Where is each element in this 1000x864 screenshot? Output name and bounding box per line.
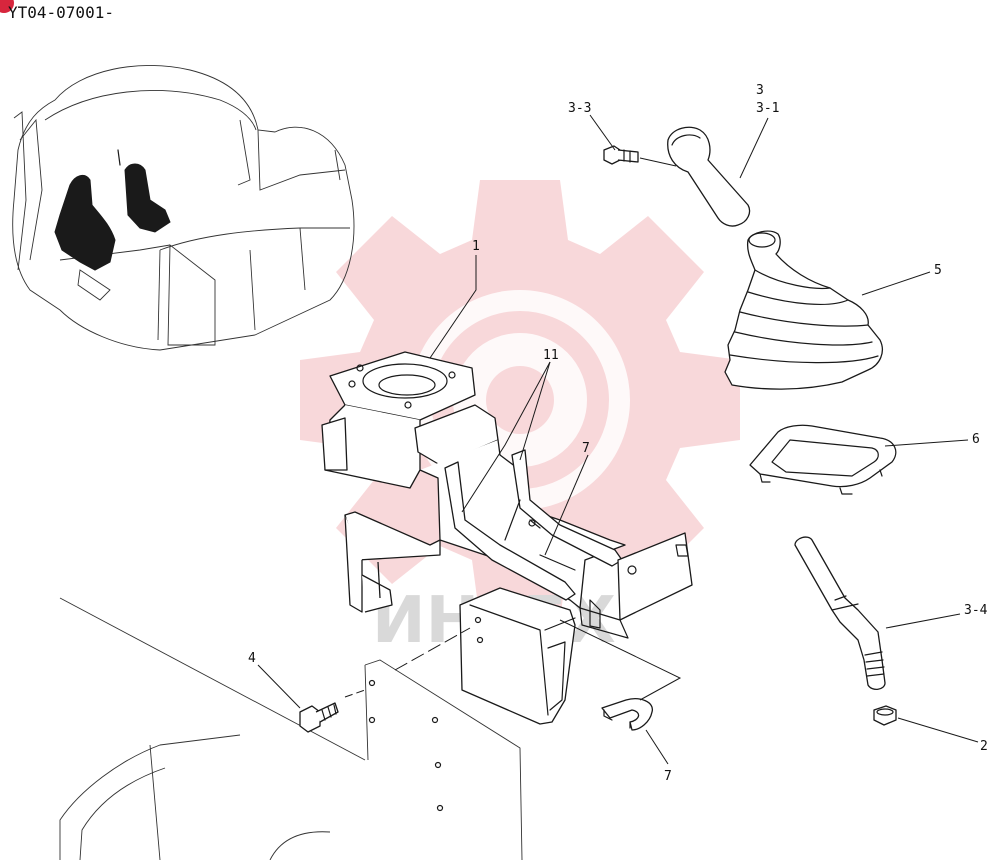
leader-lines bbox=[257, 114, 979, 765]
retainer-clip bbox=[559, 619, 682, 731]
callout-3-1: 3-1 bbox=[756, 101, 779, 116]
callout-3: 3 bbox=[756, 83, 764, 98]
callout-7-bottom: 7 bbox=[664, 769, 672, 784]
corner-badge bbox=[0, 0, 14, 13]
mounting-bolt bbox=[299, 627, 471, 733]
callout-2: 2 bbox=[980, 739, 988, 754]
callout-3-3: 3-3 bbox=[568, 101, 591, 116]
lever-bolt bbox=[603, 145, 677, 167]
lever-knob bbox=[667, 126, 751, 227]
hex-nut bbox=[873, 705, 897, 726]
callout-6: 6 bbox=[972, 432, 980, 447]
diagram-code: YT04-07001- bbox=[8, 3, 114, 22]
callout-1: 1 bbox=[472, 239, 480, 254]
lever-boot bbox=[724, 230, 883, 390]
cab-overview-sketch bbox=[12, 65, 355, 351]
callout-5: 5 bbox=[934, 263, 942, 278]
lever-rod bbox=[794, 536, 886, 690]
callout-4: 4 bbox=[248, 651, 256, 666]
callout-7-top: 7 bbox=[582, 441, 590, 456]
boot-frame bbox=[749, 424, 897, 495]
control-console-frame bbox=[321, 351, 693, 725]
callout-3-4: 3-4 bbox=[964, 603, 988, 618]
callout-11: 11 bbox=[543, 348, 559, 363]
cab-floor-panel bbox=[59, 597, 523, 861]
